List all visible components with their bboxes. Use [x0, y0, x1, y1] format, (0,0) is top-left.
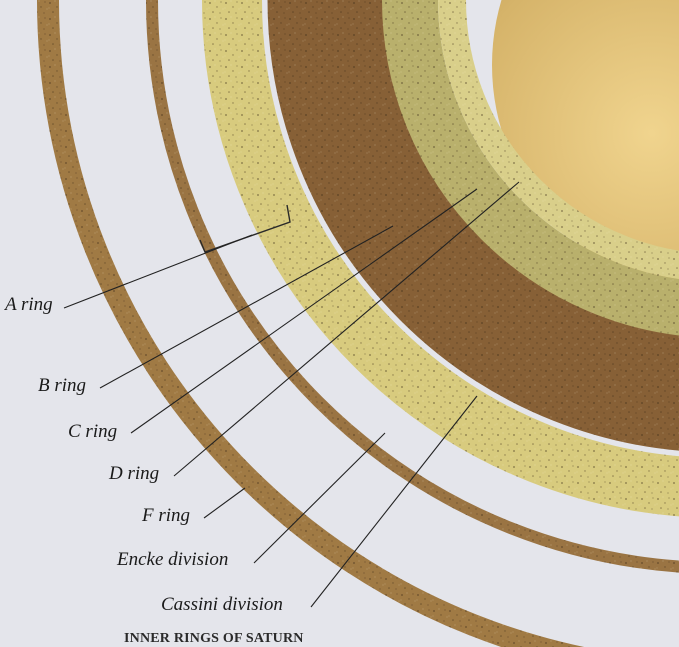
label-f-ring: F ring	[142, 506, 190, 525]
label-d-ring: D ring	[109, 464, 159, 483]
label-b-ring: B ring	[38, 376, 86, 395]
label-encke-division: Encke division	[117, 550, 228, 569]
label-a-ring: A ring	[5, 295, 53, 314]
label-cassini-division: Cassini division	[161, 595, 283, 614]
label-c-ring: C ring	[68, 422, 117, 441]
leader-f-ring	[204, 488, 245, 518]
figure-title: INNER RINGS OF SATURN	[124, 632, 304, 646]
